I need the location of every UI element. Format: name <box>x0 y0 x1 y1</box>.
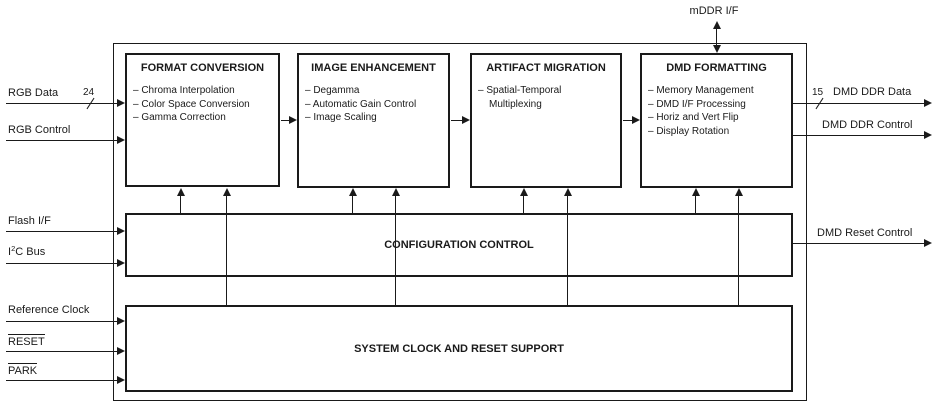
block-dmd-formatting: DMD FORMATTING – Memory Management – DMD… <box>640 53 793 188</box>
block-image-enhancement: IMAGE ENHANCEMENT – Degamma – Automatic … <box>297 53 450 188</box>
block-title: ARTIFACT MIGRATION <box>486 62 606 74</box>
block-title: DMD FORMATTING <box>666 62 767 74</box>
block-title: IMAGE ENHANCEMENT <box>311 62 436 74</box>
block-item-list: – Memory Management – DMD I/F Processing… <box>648 84 791 138</box>
block-item: – Automatic Gain Control <box>305 98 417 110</box>
signal-label-flash-if: Flash I/F <box>8 215 51 227</box>
signal-label-dmd-ddr-data: DMD DDR Data <box>833 86 912 98</box>
i2c-superscript: 2 <box>11 244 16 253</box>
arrowhead-right-icon <box>117 99 125 107</box>
i2c-base: I <box>8 246 12 258</box>
arrowhead-right-icon <box>289 116 297 124</box>
clock-arrow-line <box>738 196 739 305</box>
pipeline-line-ie-to-am <box>451 120 463 121</box>
signal-line-reference-clock <box>6 321 117 322</box>
arrowhead-up-icon <box>564 188 572 196</box>
block-item-continuation: Multiplexing <box>489 98 542 110</box>
pipeline-line-am-to-df <box>623 120 633 121</box>
block-item: – DMD I/F Processing <box>648 98 746 110</box>
signal-line-dmd-ddr-data <box>793 103 924 104</box>
block-item: – Spatial-Temporal <box>478 85 562 96</box>
signal-line-park <box>6 380 117 381</box>
signal-line-i2c-bus <box>6 263 117 264</box>
arrowhead-right-icon <box>117 347 125 355</box>
arrowhead-right-icon <box>117 259 125 267</box>
arrowhead-right-icon <box>117 136 125 144</box>
arrowhead-right-icon <box>117 227 125 235</box>
arrowhead-up-icon <box>177 188 185 196</box>
block-item-list: – Spatial-Temporal Multiplexing <box>478 84 620 111</box>
arrowhead-up-icon <box>692 188 700 196</box>
arrowhead-up-icon <box>392 188 400 196</box>
signal-line-dmd-reset-control <box>793 243 924 244</box>
i2c-rest: C Bus <box>15 246 46 258</box>
block-format-conversion: FORMAT CONVERSION – Chroma Interpolation… <box>125 53 280 187</box>
block-item: – Color Space Conversion <box>133 98 250 110</box>
arrowhead-right-icon <box>924 131 932 139</box>
arrowhead-up-icon <box>223 188 231 196</box>
arrowhead-down-icon <box>713 45 721 53</box>
signal-label-rgb-data: RGB Data <box>8 87 59 99</box>
arrowhead-right-icon <box>632 116 640 124</box>
signal-line-flash-if <box>6 231 117 232</box>
arrowhead-right-icon <box>924 239 932 247</box>
arrowhead-right-icon <box>924 99 932 107</box>
block-item: – Chroma Interpolation <box>133 85 235 96</box>
signal-label-mddr-if: mDDR I/F <box>689 5 739 17</box>
arrowhead-right-icon <box>117 317 125 325</box>
signal-line-rgb-control <box>6 140 117 141</box>
bus-width-label: 15 <box>812 87 824 98</box>
block-item: – Gamma Correction <box>133 112 226 123</box>
block-title: CONFIGURATION CONTROL <box>384 239 534 251</box>
signal-label-reset: RESET <box>8 334 45 349</box>
block-title: FORMAT CONVERSION <box>140 62 265 74</box>
signal-line-mddr-if <box>716 28 717 46</box>
arrowhead-up-icon <box>349 188 357 196</box>
config-arrow-line <box>180 196 181 213</box>
block-item: – Horiz and Vert Flip <box>648 112 739 123</box>
config-arrow-line <box>523 196 524 213</box>
park-overlined-text: PARK <box>8 363 38 377</box>
chip-outline-box <box>113 43 807 401</box>
signal-label-i2c-bus: I2C Bus <box>8 244 46 259</box>
signal-label-park: PARK <box>8 363 38 378</box>
block-title: SYSTEM CLOCK AND RESET SUPPORT <box>354 342 564 355</box>
block-system-clock-reset: SYSTEM CLOCK AND RESET SUPPORT <box>125 305 793 392</box>
signal-label-dmd-ddr-control: DMD DDR Control <box>822 119 913 131</box>
arrowhead-right-icon <box>117 376 125 384</box>
block-item: – Memory Management <box>648 85 754 96</box>
pipeline-line-fc-to-ie <box>281 120 290 121</box>
clock-arrow-line <box>395 196 396 305</box>
arrowhead-up-icon <box>735 188 743 196</box>
block-configuration-control: CONFIGURATION CONTROL <box>125 213 793 277</box>
block-artifact-migration: ARTIFACT MIGRATION – Spatial-Temporal Mu… <box>470 53 622 188</box>
clock-arrow-line <box>226 196 227 305</box>
config-arrow-line <box>352 196 353 213</box>
arrowhead-right-icon <box>462 116 470 124</box>
clock-arrow-line <box>567 196 568 305</box>
signal-line-reset <box>6 351 117 352</box>
block-item: – Image Scaling <box>305 112 377 123</box>
signal-label-reference-clock: Reference Clock <box>8 304 90 316</box>
block-item-list: – Degamma – Automatic Gain Control – Ima… <box>305 84 448 125</box>
signal-line-dmd-ddr-control <box>793 135 924 136</box>
bus-width-label: 24 <box>83 87 95 98</box>
arrowhead-up-icon <box>713 21 721 29</box>
block-item: – Degamma <box>305 85 360 96</box>
signal-label-dmd-reset-control: DMD Reset Control <box>817 227 913 239</box>
arrowhead-up-icon <box>520 188 528 196</box>
block-item: – Display Rotation <box>648 125 730 137</box>
signal-line-rgb-data <box>6 103 117 104</box>
signal-label-rgb-control: RGB Control <box>8 124 71 136</box>
reset-overlined-text: RESET <box>8 334 45 348</box>
config-arrow-line <box>695 196 696 213</box>
block-item-list: – Chroma Interpolation – Color Space Con… <box>133 84 278 125</box>
